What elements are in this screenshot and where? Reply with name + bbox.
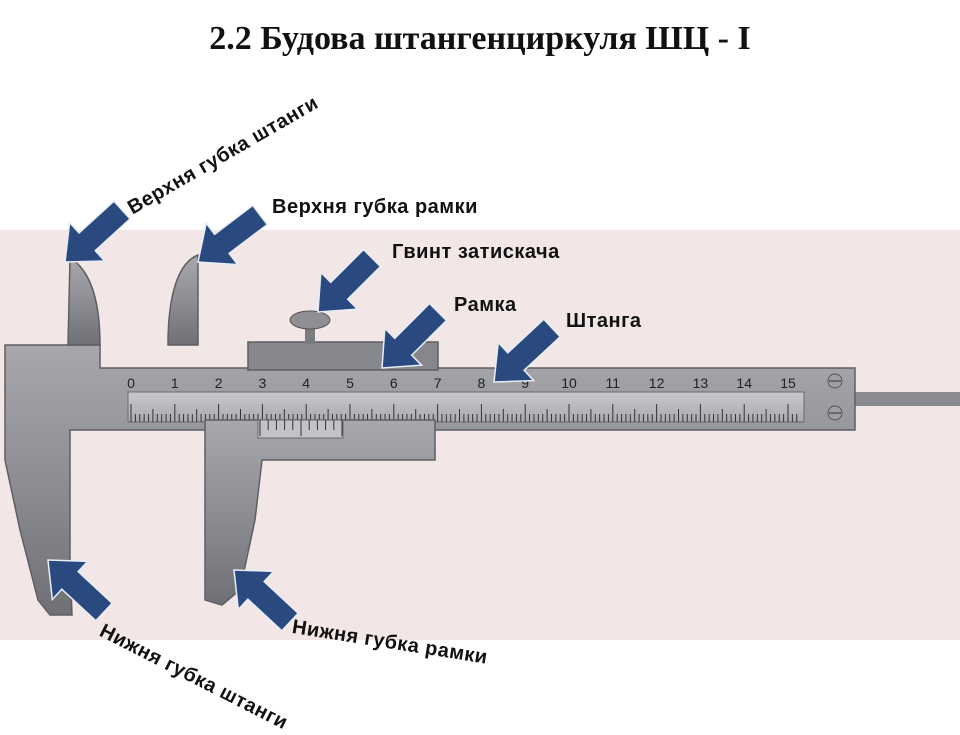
arrow-lower-jaw-frame [233,569,300,632]
scale-number: 13 [693,375,709,391]
label-upper-jaw-frame: Верхня губка рамки [272,196,478,218]
scale-number: 10 [561,375,577,391]
scale-number: 15 [780,375,796,391]
vernier-ticks [259,420,343,436]
depth-rod [850,392,960,406]
clamp-screw-stem [305,326,315,344]
scale-number: 12 [649,375,665,391]
arrow-frame [381,302,448,369]
scale-number: 4 [302,375,310,391]
arrow-clamp-screw [317,248,382,313]
beam-upper-jaw [67,256,101,346]
scale-number: 2 [215,375,223,391]
scale-number: 9 [521,375,529,391]
pointer-arrows [47,200,562,632]
scale-number: 5 [346,375,354,391]
label-clamp-screw: Гвинт затискача [392,241,560,263]
arrow-upper-jaw-frame [197,204,269,266]
scale-number: 7 [434,375,442,391]
photo-background [0,230,960,640]
scale-number: 8 [478,375,486,391]
scale-number: 11 [606,375,621,391]
scale-number: 1 [171,375,179,391]
scale-number: 14 [736,375,752,391]
label-frame: Рамка [454,294,517,316]
clamp-screw-head [289,310,331,330]
frame-upper-jaw [167,253,199,346]
diagram-title: 2.2 Будова штангенциркуля ШЦ - І [209,20,751,57]
scale-number: 3 [259,375,267,391]
scale-number: 6 [390,375,398,391]
label-beam: Штанга [566,310,642,332]
main-scale [127,391,805,423]
arrow-upper-jaw-beam [64,200,132,263]
scale-ticks [130,404,798,422]
arrow-beam [493,318,562,383]
arrow-lower-jaw-beam [47,559,114,622]
frame-lower-body [204,419,436,606]
scale-number: 0 [127,375,135,391]
